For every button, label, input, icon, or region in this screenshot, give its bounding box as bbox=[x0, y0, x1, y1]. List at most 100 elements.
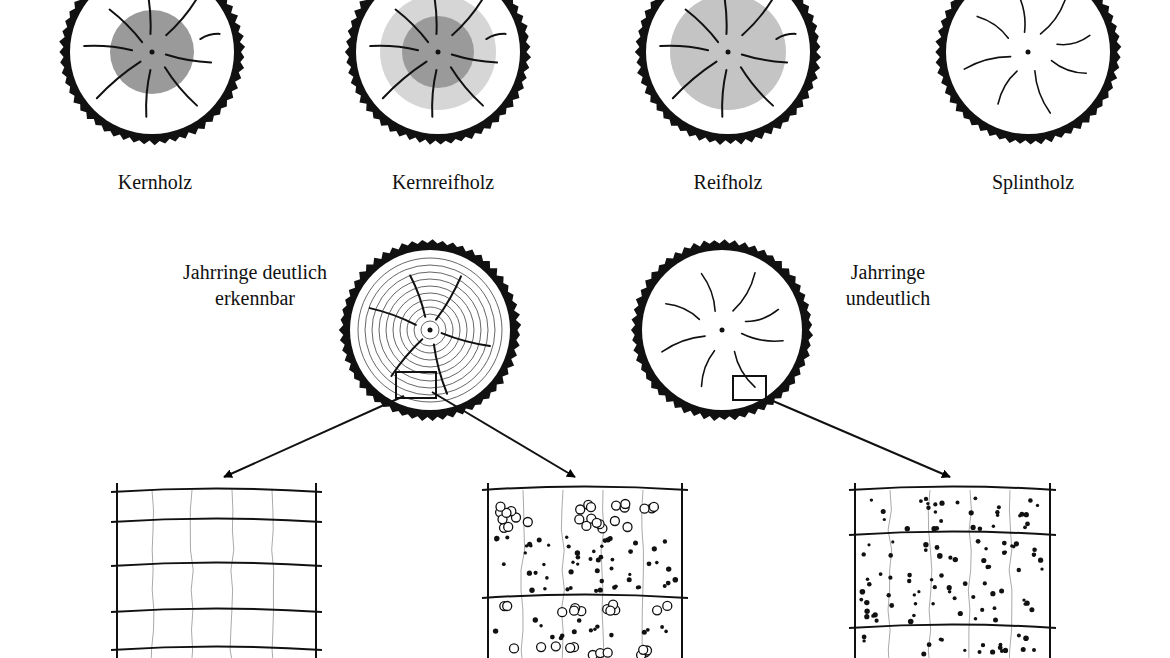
pore-dot bbox=[914, 602, 918, 606]
pore-dot bbox=[974, 617, 978, 621]
wood-ray bbox=[230, 490, 234, 658]
pore-dot bbox=[859, 598, 863, 602]
pore-dot bbox=[664, 630, 668, 634]
drying-crack bbox=[1041, 0, 1066, 34]
large-pore bbox=[523, 518, 532, 527]
drying-crack bbox=[977, 16, 1008, 38]
pore-dot bbox=[636, 586, 640, 590]
drying-crack bbox=[451, 67, 483, 105]
large-pore bbox=[587, 503, 596, 512]
pore-dot bbox=[990, 591, 995, 596]
drying-crack bbox=[745, 309, 778, 321]
heartwood-zone bbox=[402, 16, 474, 88]
zoom-arrow bbox=[432, 392, 575, 477]
pore-dot bbox=[931, 602, 935, 606]
pith-dot bbox=[428, 328, 433, 333]
drying-crack bbox=[998, 71, 1017, 104]
drying-crack bbox=[701, 351, 714, 387]
pore-dot bbox=[867, 543, 870, 546]
pore-dot bbox=[990, 649, 995, 654]
ring-boundary bbox=[111, 519, 322, 523]
pore-dot bbox=[926, 506, 930, 510]
pore-dot bbox=[600, 545, 603, 548]
pore-dot bbox=[589, 628, 593, 632]
drying-crack bbox=[673, 62, 717, 99]
large-pore bbox=[606, 606, 615, 615]
pore-dot bbox=[913, 593, 916, 596]
drying-crack bbox=[200, 34, 219, 39]
pore-dot bbox=[576, 562, 579, 565]
wood-ray bbox=[272, 490, 274, 658]
pore-dot bbox=[1018, 514, 1021, 517]
ring-note: Jahrringe undeutlich bbox=[831, 259, 946, 311]
pore-dot bbox=[937, 553, 943, 559]
drying-crack bbox=[370, 308, 416, 325]
pore-dot bbox=[978, 650, 982, 654]
wood-ray bbox=[601, 490, 604, 658]
pore-dot bbox=[981, 558, 986, 563]
pore-dot bbox=[864, 609, 869, 614]
pore-dot bbox=[862, 639, 865, 642]
pore-dot bbox=[860, 589, 866, 595]
wood-ray bbox=[928, 490, 932, 658]
growth-ring bbox=[372, 272, 488, 388]
large-pore bbox=[610, 517, 619, 526]
pore-dot bbox=[663, 584, 667, 588]
large-pore bbox=[592, 518, 601, 527]
pore-dot bbox=[887, 593, 891, 597]
pore-dot bbox=[663, 539, 667, 543]
pore-dot bbox=[889, 603, 894, 608]
pore-dot bbox=[569, 569, 574, 574]
pore-dot bbox=[926, 502, 929, 505]
pith-dot bbox=[720, 328, 725, 333]
drying-crack bbox=[97, 62, 141, 99]
drying-crack bbox=[666, 304, 700, 320]
pore-dot bbox=[993, 617, 998, 622]
pore-dot bbox=[647, 561, 652, 566]
ring-boundary bbox=[849, 487, 1056, 491]
wood-ray bbox=[521, 490, 525, 658]
pore-dot bbox=[1040, 567, 1043, 570]
wood-face bbox=[356, 0, 520, 134]
drying-crack bbox=[84, 46, 132, 50]
pore-dot bbox=[980, 608, 984, 612]
pore-dot bbox=[969, 510, 974, 515]
drying-crack bbox=[165, 67, 197, 105]
drying-crack bbox=[742, 0, 773, 35]
wood-ray bbox=[1009, 490, 1012, 658]
pore-dot bbox=[537, 537, 542, 542]
pore-dot bbox=[875, 619, 879, 623]
drying-crack bbox=[432, 70, 436, 117]
drying-crack bbox=[110, 10, 143, 43]
large-pore bbox=[558, 608, 567, 617]
ring-boundary bbox=[849, 532, 1056, 536]
pore-dot bbox=[628, 573, 631, 576]
growth-ring bbox=[386, 286, 474, 374]
pore-dot bbox=[1002, 550, 1007, 555]
pore-dot bbox=[655, 561, 659, 565]
large-pore bbox=[653, 606, 662, 615]
pore-dot bbox=[569, 586, 573, 590]
pore-dot bbox=[1017, 568, 1021, 572]
large-pore bbox=[496, 502, 505, 511]
pore-dot bbox=[1004, 550, 1007, 553]
pore-dot bbox=[864, 600, 869, 605]
ring-boundary bbox=[849, 625, 1056, 629]
pore-dot bbox=[924, 548, 928, 552]
pore-dot bbox=[1003, 648, 1008, 653]
pore-dot bbox=[923, 542, 928, 547]
panel-edge bbox=[315, 483, 317, 658]
drying-crack bbox=[735, 352, 756, 388]
wood-ray bbox=[190, 490, 193, 658]
pore-dot bbox=[592, 550, 596, 554]
panel-edge bbox=[854, 483, 856, 658]
drying-crack bbox=[1018, 0, 1025, 32]
large-pore bbox=[582, 521, 591, 530]
pore-dot bbox=[576, 555, 581, 560]
pore-dot bbox=[947, 585, 952, 590]
pore-dot bbox=[862, 552, 866, 556]
large-pore bbox=[663, 601, 672, 610]
pore-dot bbox=[888, 576, 892, 580]
growth-ring bbox=[379, 279, 481, 381]
